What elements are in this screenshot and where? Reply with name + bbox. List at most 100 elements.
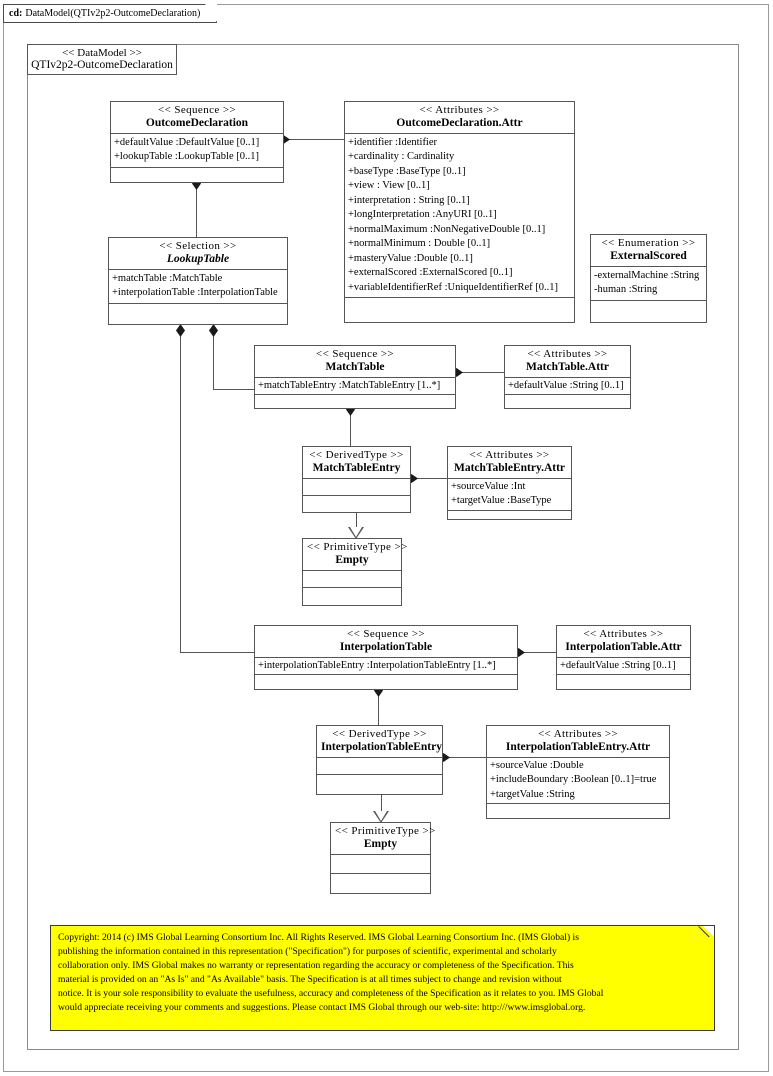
class-box-interpolation-table-entry-attr: << Attributes >> InterpolationTableEntry… [486, 725, 670, 819]
attributes-compartment: +interpolationTableEntry :InterpolationT… [255, 656, 517, 674]
operations-compartment [557, 674, 690, 689]
class-box-empty-bottom: << PrimitiveType >> Empty [330, 822, 436, 894]
class-box-match-table-entry-attr: << Attributes >> MatchTableEntry.Attr +s… [447, 446, 572, 520]
operations-compartment [109, 302, 287, 322]
assoc-line-mte-attr [411, 478, 447, 479]
class-name: MatchTable [325, 360, 385, 373]
stereotype-label: << PrimitiveType >> [335, 825, 436, 837]
note-line: notice. It is your sole responsibility t… [58, 988, 604, 1000]
class-name: InterpolationTable.Attr [565, 640, 682, 653]
class-box-interpolation-table-entry: << DerivedType >> InterpolationTableEntr… [316, 725, 443, 795]
frame-tab-kind: cd: [9, 8, 23, 19]
attribute-row: +sourceValue :Int [451, 480, 526, 492]
stereotype-label: << Selection >> [159, 240, 237, 252]
attribute-row: -externalMachine :String [594, 269, 700, 281]
class-name: InterpolationTable [339, 640, 433, 653]
class-box-interpolation-table: << Sequence >> InterpolationTable +inter… [254, 625, 518, 690]
note-line: publishing the information contained in … [58, 946, 557, 958]
stereotype-label: << DerivedType >> [309, 449, 404, 461]
attribute-row: +externalScored :ExternalScored [0..1] [348, 267, 513, 279]
attributes-compartment: +defaultValue :DefaultValue [0..1] +look… [111, 132, 283, 167]
attribute-row: +interpretation : String [0..1] [348, 194, 470, 206]
class-name: Empty [363, 837, 398, 850]
attributes-compartment: +defaultValue :String [0..1] [505, 376, 630, 394]
attribute-row: -human :String [594, 284, 658, 296]
stereotype-label: << DerivedType >> [332, 728, 427, 740]
class-box-lookup-table: << Selection >> LookupTable +matchTable … [108, 237, 288, 325]
datamodel-stereotype: << DataModel >> [62, 47, 142, 59]
attributes-compartment: +matchTable :MatchTable +interpolationTa… [109, 268, 287, 303]
attribute-row: +normalMinimum : Double [0..1] [348, 238, 491, 250]
note-fold-corner [703, 926, 714, 937]
class-box-external-scored: << Enumeration >> ExternalScored -extern… [590, 234, 707, 323]
aggregation-diamond-lookup-matchtable [209, 324, 218, 337]
attribute-row: +interpolationTableEntry :InterpolationT… [258, 659, 496, 671]
attributes-compartment: -externalMachine :String -human :String [591, 265, 706, 300]
datamodel-name: QTIv2p2-OutcomeDeclaration [31, 59, 173, 71]
generalization-line-ite-empty [381, 795, 382, 813]
assoc-line-lookup-interp-h [180, 652, 255, 653]
class-name: MatchTable.Attr [526, 360, 609, 373]
class-name: LookupTable [166, 252, 230, 265]
assoc-line-od-lookuptable [196, 183, 197, 237]
class-box-match-table: << Sequence >> MatchTable +matchTableEnt… [254, 345, 456, 409]
attributes-compartment [331, 853, 430, 873]
operations-compartment [303, 586, 401, 604]
operations-compartment [317, 773, 442, 791]
class-box-match-table-entry: << DerivedType >> MatchTableEntry [302, 446, 411, 513]
diagram-frame-tab: cd: DataModel(QTIv2p2-OutcomeDeclaration… [3, 4, 218, 23]
attribute-row: +targetValue :BaseType [451, 495, 552, 507]
attribute-row: +interpolationTable :InterpolationTable [112, 287, 278, 299]
operations-compartment [331, 872, 430, 892]
aggregation-diamond-mte-attr [405, 474, 418, 483]
stereotype-label: << Sequence >> [315, 348, 395, 360]
class-name: InterpolationTableEntry [321, 740, 442, 753]
stereotype-label: << Attributes >> [583, 628, 664, 640]
stereotype-label: << Enumeration >> [601, 237, 696, 249]
operations-compartment [303, 494, 410, 512]
assoc-line-lookup-matchtable-h [213, 389, 255, 390]
aggregation-diamond-matchtable-entry [346, 403, 355, 416]
frame-tab-title: DataModel(QTIv2p2-OutcomeDeclaration) [25, 8, 201, 19]
attributes-compartment: +sourceValue :Int +targetValue :BaseType [448, 477, 571, 510]
attribute-row: +matchTableEntry :MatchTableEntry [1..*] [258, 379, 441, 391]
attribute-row: +identifier :Identifier [348, 136, 438, 148]
class-name: OutcomeDeclaration.Attr [396, 116, 523, 129]
operations-compartment [345, 297, 574, 313]
attributes-compartment: +identifier :Identifier +cardinality : C… [345, 132, 574, 297]
assoc-line-lookup-matchtable-v [213, 325, 214, 389]
attribute-row: +defaultValue :String [0..1] [560, 659, 676, 671]
generalization-arrow-ite-empty-fill [374, 811, 387, 821]
operations-compartment [487, 803, 669, 816]
class-box-outcome-declaration-attr: << Attributes >> OutcomeDeclaration.Attr… [344, 101, 575, 323]
attribute-row: +defaultValue :DefaultValue [0..1] [114, 136, 260, 148]
aggregation-diamond-interp-attr [512, 648, 525, 657]
class-name: OutcomeDeclaration [145, 116, 249, 129]
note-line: Copyright: 2014 (c) IMS Global Learning … [58, 932, 579, 943]
note-line: collaboration only. IMS Global makes no … [58, 960, 574, 972]
operations-compartment [111, 166, 283, 183]
attribute-row: +view : View [0..1] [348, 180, 430, 192]
attribute-row: +defaultValue :String [0..1] [508, 379, 624, 391]
stereotype-label: << Attributes >> [527, 348, 608, 360]
stereotype-label: << Attributes >> [469, 449, 550, 461]
class-name: MatchTableEntry.Attr [453, 461, 566, 474]
generalization-arrow-mte-empty-fill [349, 527, 362, 537]
attributes-compartment: +matchTableEntry :MatchTableEntry [1..*] [255, 376, 455, 394]
class-box-match-table-attr: << Attributes >> MatchTable.Attr +defaul… [504, 345, 631, 409]
assoc-line-interp-attr [518, 652, 556, 653]
operations-compartment [255, 394, 455, 409]
operations-compartment [591, 299, 706, 321]
attribute-row: +normalMaximum :NonNegativeDouble [0..1] [348, 223, 546, 235]
class-box-outcome-declaration: << Sequence >> OutcomeDeclaration +defau… [110, 101, 284, 183]
attribute-row: +masteryValue :Double [0..1] [348, 252, 473, 264]
attribute-row: +lookupTable :LookupTable [0..1] [114, 151, 260, 163]
note-line: would appreciate receiving your comments… [58, 1002, 586, 1014]
stereotype-label: << Attributes >> [419, 104, 500, 116]
attribute-row: +includeBoundary :Boolean [0..1]=true [490, 774, 657, 786]
assoc-line-interp-entry [378, 690, 379, 725]
attribute-row: +matchTable :MatchTable [112, 272, 223, 284]
class-name: Empty [335, 553, 369, 566]
datamodel-label-box: << DataModel >> QTIv2p2-OutcomeDeclarati… [27, 44, 177, 75]
class-name: MatchTableEntry [312, 461, 401, 474]
